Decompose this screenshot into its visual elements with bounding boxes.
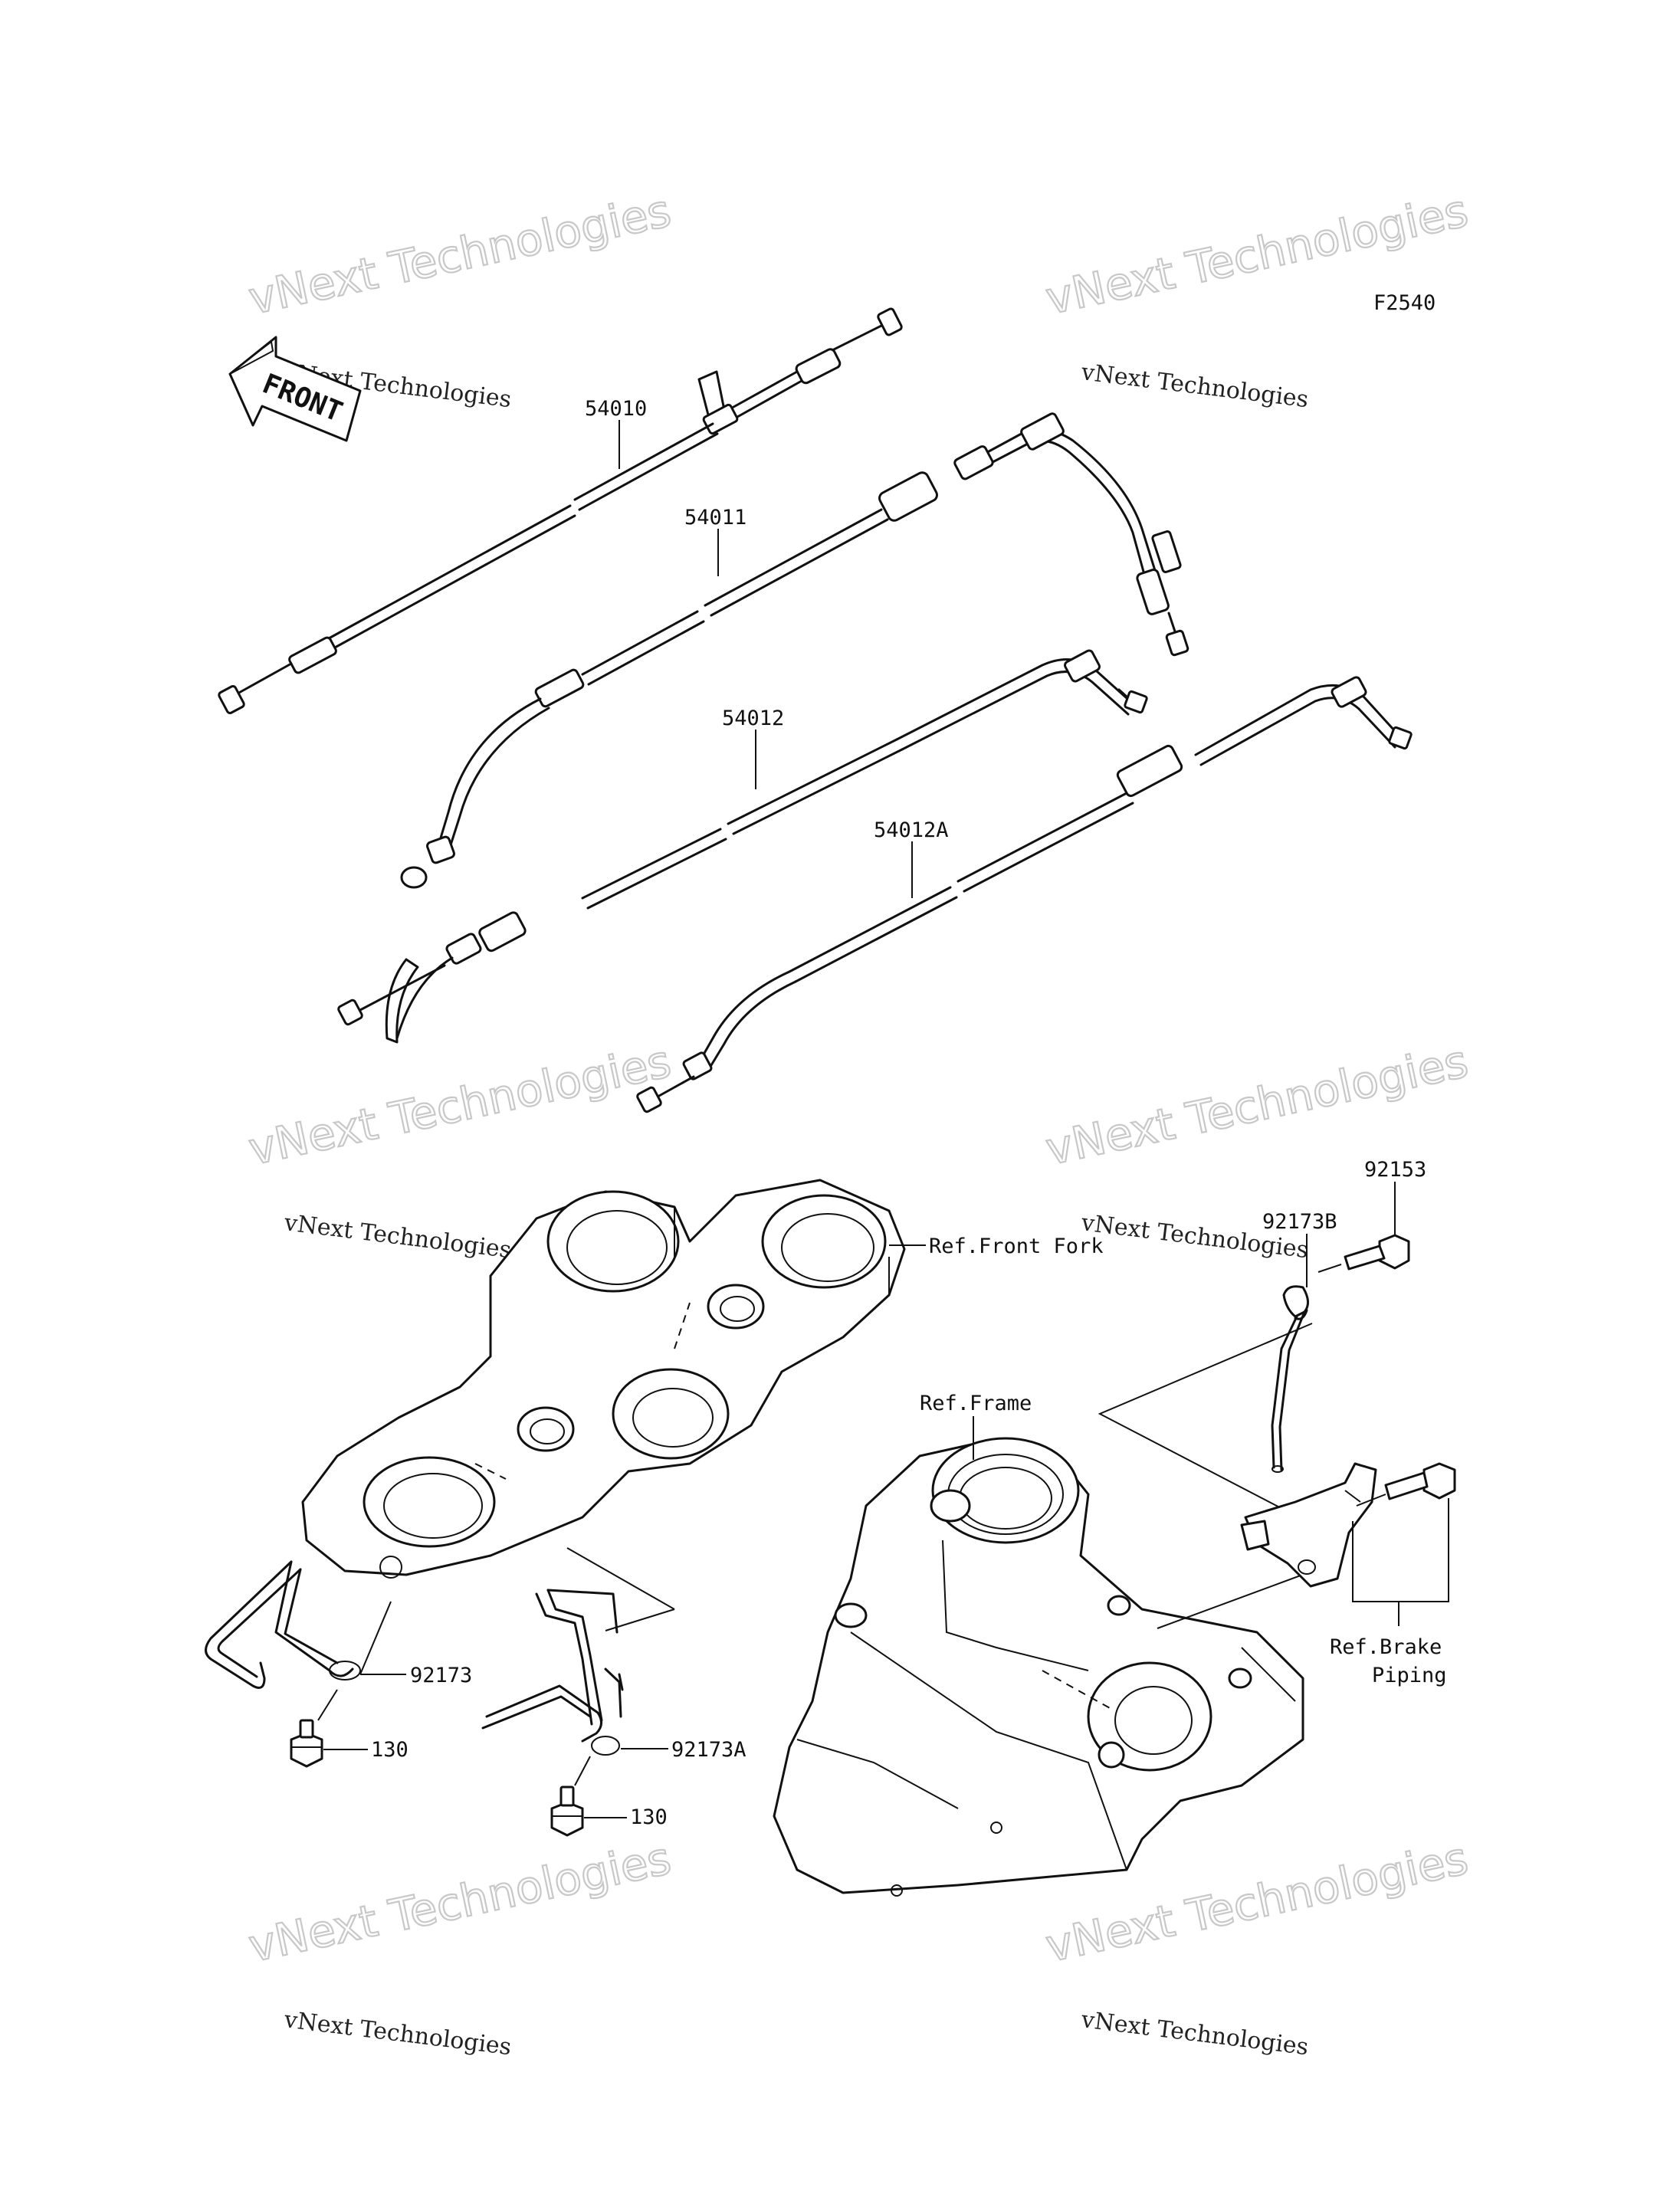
label-92173A: 92173A: [671, 1738, 746, 1762]
label-54010: 54010: [585, 397, 647, 421]
leader-brake-assembly: [1098, 1323, 1334, 1629]
cable-54012: [337, 649, 1148, 1044]
leader-130-left-up: [317, 1689, 338, 1721]
watermark-4: vNext Technologies vNext Technologies: [1041, 1035, 1474, 1264]
figure-code: F2540: [1373, 291, 1436, 315]
leader-brake-piping: [1352, 1498, 1449, 1626]
bolt-92153: [1317, 1234, 1410, 1273]
label-54012A: 54012A: [874, 818, 949, 842]
label-54011: 54011: [684, 506, 746, 530]
ref-front-fork: Ref.Front Fork: [929, 1235, 1104, 1258]
bracket-92173A: [481, 1589, 624, 1756]
bolt-brake: [1356, 1462, 1456, 1507]
svg-text:vNext Technologies: vNext Technologies: [1042, 1035, 1472, 1176]
leader-130-center-up: [574, 1756, 591, 1786]
label-130-center: 130: [630, 1805, 668, 1829]
watermark-5: vNext Technologies vNext Technologies: [244, 1831, 677, 2061]
bracket-92173: [205, 1560, 361, 1689]
label-92173B: 92173B: [1262, 1210, 1337, 1234]
label-130-left: 130: [371, 1738, 409, 1762]
cable-54012A: [636, 676, 1413, 1113]
bolt-130-center: [550, 1785, 584, 1837]
ref-frame: Ref.Frame: [920, 1392, 1032, 1415]
frame-head: [773, 1437, 1304, 1897]
ref-brake-line2: Piping: [1372, 1664, 1447, 1687]
svg-text:vNext Technologies: vNext Technologies: [244, 185, 675, 325]
svg-text:vNext Technologies: vNext Technologies: [282, 1209, 513, 1264]
triple-clamp: [301, 1179, 906, 1579]
svg-text:vNext Technologies: vNext Technologies: [282, 2006, 513, 2061]
svg-text:vNext Technologies: vNext Technologies: [244, 1832, 675, 1972]
bracket-92173B: [1271, 1285, 1309, 1473]
front-arrow-icon: FRONT: [228, 336, 362, 442]
label-92173: 92173: [410, 1664, 472, 1687]
brake-joint-bracket: [1240, 1462, 1377, 1588]
ref-brake-line1: Ref.Brake: [1330, 1635, 1442, 1659]
cable-54011: [400, 412, 1189, 889]
svg-text:vNext Technologies: vNext Technologies: [244, 1035, 675, 1176]
cable-54010: [218, 307, 903, 714]
label-54012: 54012: [722, 707, 784, 730]
bolt-130-left: [290, 1719, 323, 1768]
svg-text:vNext Technologies: vNext Technologies: [1079, 2006, 1310, 2061]
label-92153: 92153: [1364, 1158, 1426, 1182]
leader-92173-up: [359, 1601, 392, 1675]
svg-text:vNext Technologies: vNext Technologies: [1079, 359, 1310, 413]
